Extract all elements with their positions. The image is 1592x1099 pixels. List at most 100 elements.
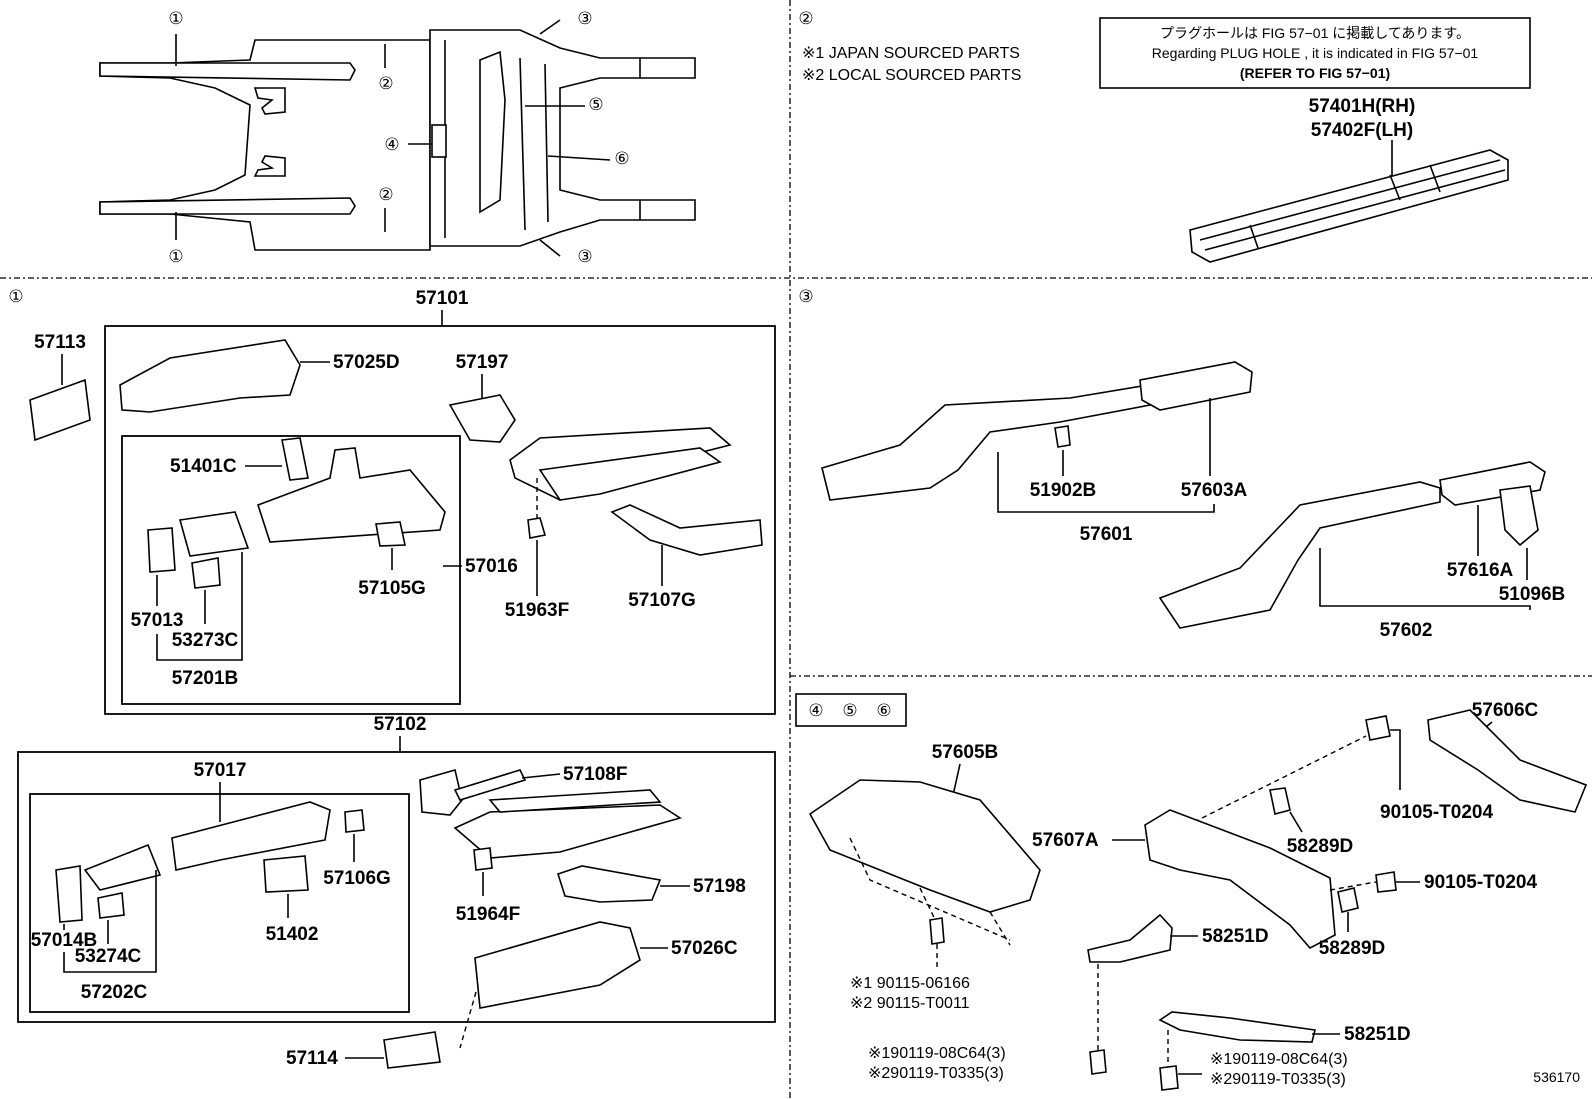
part-57016: 57016	[465, 556, 518, 577]
overview-callout-6: ⑥	[614, 149, 629, 168]
overview-callout-4: ④	[384, 135, 399, 154]
drawing-57601	[821, 361, 1253, 501]
legend-japan-sourced: ※1 JAPAN SOURCED PARTS	[802, 45, 1020, 62]
overview-callout-2-top: ②	[378, 74, 393, 93]
drawing-58251D-a	[1087, 913, 1173, 963]
overview-callout-5: ⑤	[588, 95, 603, 114]
drawing-53274C	[97, 892, 125, 919]
part-57106G: 57106G	[323, 868, 391, 889]
part-57014B: 57014B	[31, 930, 98, 951]
bolt-90119-T0335-b: ※290119-T0335(3)	[1210, 1071, 1346, 1088]
drawing-57108F-a	[419, 768, 463, 816]
part-57197: 57197	[456, 352, 509, 373]
drawing-bolt-90119-b	[1159, 1065, 1179, 1091]
part-57602: 57602	[1380, 620, 1433, 641]
drawing-57602	[1158, 461, 1546, 629]
part-53273C: 53273C	[172, 630, 239, 651]
part-57607A: 57607A	[1032, 830, 1099, 851]
section-3-marker: ③	[798, 287, 813, 306]
plug-hole-notice-box	[1099, 17, 1531, 89]
drawing-57025D	[119, 339, 301, 413]
notice-line-en: Regarding PLUG HOLE , it is indicated in…	[1152, 45, 1479, 61]
sub-assembly-57201B-frame	[121, 435, 461, 705]
part-57603A: 57603A	[1181, 480, 1248, 501]
notice-refer: (REFER TO FIG 57−01)	[1240, 65, 1390, 81]
overview-callout-1-top: ①	[168, 9, 183, 28]
drawing-58289D-a	[1269, 787, 1291, 815]
drawing-57107G	[610, 504, 763, 556]
part-53274C: 53274C	[75, 946, 142, 967]
part-57402F: 57402F(LH)	[1311, 120, 1413, 141]
part-57606C: 57606C	[1472, 700, 1539, 721]
section-1-marker: ①	[8, 287, 23, 306]
part-57025D: 57025D	[333, 352, 400, 373]
drawing-51963F	[527, 517, 547, 539]
figure-number: 536170	[1533, 1069, 1580, 1085]
bolt-90115-06166: ※1 90115-06166	[850, 975, 970, 992]
drawing-58251D-b	[1158, 1011, 1316, 1043]
part-57017: 57017	[194, 760, 247, 781]
section-456-marker-box	[795, 693, 907, 727]
part-51902B: 51902B	[1030, 480, 1097, 501]
bolt-90115-T0011: ※2 90115-T0011	[850, 995, 970, 1012]
drawing-57017	[171, 801, 331, 871]
part-57198: 57198	[693, 876, 746, 897]
assembly-57101-frame	[104, 325, 776, 715]
section-4-marker: ④	[808, 701, 823, 720]
part-51401C: 51401C	[170, 456, 237, 477]
drawing-bolt-90115	[929, 917, 945, 945]
part-57026C: 57026C	[671, 938, 738, 959]
part-58289D-a: 58289D	[1287, 836, 1354, 857]
part-57105G: 57105G	[358, 578, 426, 599]
overview-callout-1-bottom: ①	[168, 247, 183, 266]
bolt-90119-T0335-a: ※290119-T0335(3)	[868, 1065, 1004, 1082]
part-51963F: 51963F	[505, 600, 569, 621]
drawing-bolt-90105-b	[1375, 871, 1397, 893]
part-57605B: 57605B	[932, 742, 999, 763]
drawing-57016	[257, 447, 446, 543]
overview-callout-3-bottom: ③	[577, 247, 592, 266]
drawing-bolt-90105-a	[1365, 715, 1391, 741]
drawing-57014B	[55, 865, 83, 923]
legend-local-sourced: ※2 LOCAL SOURCED PARTS	[802, 67, 1021, 84]
part-51964F: 51964F	[456, 904, 520, 925]
drawing-57106G	[344, 809, 365, 833]
drawing-57607A	[1144, 809, 1336, 950]
assembly-57101: 57101	[416, 288, 469, 309]
part-58289D-b: 58289D	[1319, 938, 1386, 959]
drawing-57113	[29, 378, 91, 442]
drawing-58289D-b	[1337, 887, 1359, 913]
drawing-57202C-bracket	[83, 843, 162, 891]
drawing-53273C	[191, 557, 221, 589]
part-57113: 57113	[34, 332, 86, 353]
part-57401H: 57401H(RH)	[1309, 96, 1416, 117]
part-57013: 57013	[131, 610, 184, 631]
drawing-57013	[147, 527, 176, 573]
assembly-57102-frame	[17, 751, 776, 1023]
drawing-57198	[556, 865, 662, 903]
overview-callout-3-top: ③	[577, 9, 592, 28]
bolt-90119-08C64-a: ※190119-08C64(3)	[868, 1045, 1006, 1062]
part-51096B: 51096B	[1499, 584, 1566, 605]
part-57114: 57114	[286, 1048, 338, 1069]
drawing-57605B	[808, 779, 1041, 913]
part-57107G: 57107G	[628, 590, 696, 611]
part-57616A: 57616A	[1447, 560, 1514, 581]
drawing-57114	[383, 1031, 441, 1069]
rocker-panel-drawing	[1189, 149, 1509, 263]
overview-leaders	[175, 19, 611, 257]
drawing-51964F	[473, 847, 493, 871]
drawing-57105G	[375, 521, 406, 547]
part-90105-T0204-a: 90105-T0204	[1380, 802, 1493, 823]
bolt-90119-08C64-b: ※190119-08C64(3)	[1210, 1051, 1348, 1068]
part-58251D-b: 58251D	[1344, 1024, 1411, 1045]
section-2-marker: ②	[798, 9, 813, 28]
part-51402: 51402	[266, 924, 319, 945]
drawing-51401C	[281, 437, 309, 481]
part-90105-T0204-b: 90105-T0204	[1424, 872, 1537, 893]
notice-line-jp: プラグホールは FIG 57−01 に掲載してあります。	[1160, 25, 1470, 41]
drawing-51402	[263, 855, 309, 893]
drawing-57606C	[1427, 709, 1588, 813]
part-58251D-a: 58251D	[1202, 926, 1269, 947]
